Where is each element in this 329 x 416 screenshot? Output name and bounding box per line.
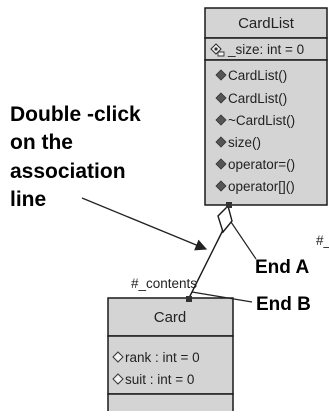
class-cardlist-attr-0: _size: int = 0 [227, 42, 304, 57]
attribute-icon [112, 373, 124, 385]
instruction-pointer-arrow [81, 197, 208, 251]
instruction-line-0: Double -click [10, 103, 141, 126]
end-a-callout: End A [230, 221, 309, 278]
aggregation-diamond-icon [217, 204, 233, 234]
end-a-label: End A [255, 257, 309, 278]
class-card[interactable]: Card rank : int = 0 suit : int = 0 [107, 297, 234, 415]
class-cardlist-name: CardList [238, 15, 295, 32]
operation-icon [215, 69, 227, 81]
end-b-leader [191, 291, 253, 303]
selection-handle-end-a[interactable] [226, 202, 232, 208]
role-name-contents: #_contents [131, 276, 197, 291]
class-card-operation-compartment [107, 393, 234, 415]
class-cardlist-op-5: operator[]() [228, 179, 295, 194]
operation-icon [215, 92, 227, 104]
instruction-line-2: association [10, 160, 126, 183]
class-cardlist-op-3: size() [228, 135, 261, 150]
association-path[interactable] [188, 229, 224, 299]
selection-handle-end-b[interactable] [186, 296, 192, 302]
class-card-attr-0: rank : int = 0 [125, 350, 200, 365]
class-cardlist-op-4: operator=() [228, 157, 295, 172]
attribute-icon [112, 351, 124, 363]
class-cardlist-operation-compartment [204, 59, 328, 206]
class-cardlist-name-compartment [204, 7, 328, 39]
end-b-label: End B [256, 294, 311, 315]
operation-icon [215, 114, 227, 126]
protected-attribute-icon [210, 43, 225, 57]
association-line[interactable] [186, 202, 233, 302]
class-card-attribute-compartment [107, 335, 234, 395]
class-cardlist-op-0: CardList() [228, 68, 287, 83]
operation-icon [215, 158, 227, 170]
operation-icon [215, 180, 227, 192]
class-cardlist-op-2: ~CardList() [228, 113, 295, 128]
class-cardlist[interactable]: CardList _size: int = 0 CardList() CardL… [204, 7, 328, 206]
class-cardlist-op-1: CardList() [228, 91, 287, 106]
role-name-partial: #_ [316, 233, 329, 248]
instruction-line-1: on the [10, 131, 73, 154]
operation-icon [215, 136, 227, 148]
instruction-callout: Double -click on the association line [10, 103, 208, 251]
end-a-leader [230, 221, 257, 260]
class-card-name: Card [154, 309, 187, 326]
instruction-line-3: line [10, 188, 46, 211]
end-b-callout: End B [191, 291, 311, 315]
class-card-attr-1: suit : int = 0 [125, 372, 194, 387]
